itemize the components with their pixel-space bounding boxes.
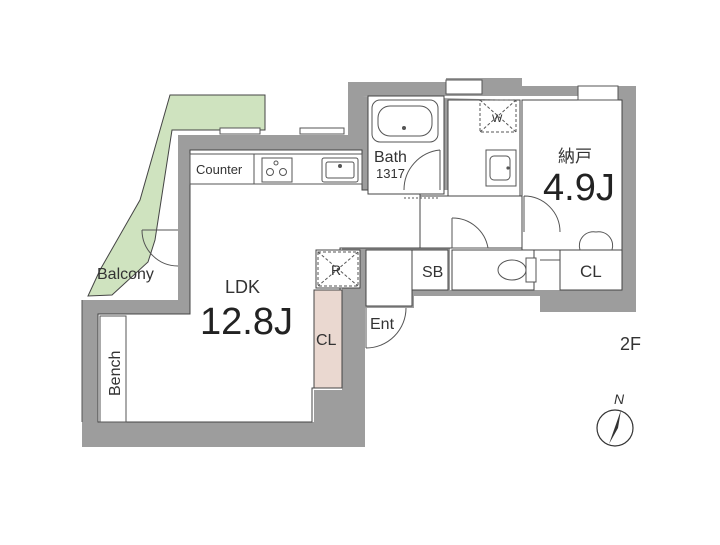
bench-label: Bench xyxy=(107,351,124,396)
washer-label: W xyxy=(492,113,503,125)
hall-door-icon xyxy=(451,217,489,249)
floor-label: 2F xyxy=(620,334,641,354)
sb-label: SB xyxy=(422,264,443,281)
ldk-label: LDK xyxy=(225,277,260,297)
kitchen-counter xyxy=(189,153,363,185)
entrance-label: Ent xyxy=(370,316,395,333)
bathtub-icon xyxy=(371,99,439,143)
vanity-icon xyxy=(485,149,517,187)
balcony-area xyxy=(87,94,266,297)
washer-space xyxy=(479,99,517,133)
windows xyxy=(219,79,619,135)
north-label: N xyxy=(614,391,625,407)
bath-size-label: 1317 xyxy=(376,166,405,181)
hallway xyxy=(419,195,525,249)
entrance-door-icon xyxy=(365,307,407,349)
counter-label: Counter xyxy=(196,162,243,177)
balcony-label: Balcony xyxy=(97,266,154,283)
bath-door-icon xyxy=(403,149,441,191)
cl-ldk-label: CL xyxy=(316,332,337,349)
sink-icon xyxy=(321,157,359,183)
nando-label: 納戸 xyxy=(558,147,592,166)
toilet-icon xyxy=(497,257,560,283)
bench xyxy=(99,315,127,423)
closet-ldk xyxy=(313,289,343,389)
entrance-area xyxy=(365,249,413,307)
refrigerator-label: R xyxy=(331,262,341,278)
balcony-door-icon xyxy=(141,229,179,267)
closet-door-icon xyxy=(578,231,614,251)
north-arrow-icon xyxy=(596,409,634,447)
nando-room xyxy=(521,99,623,251)
ldk-size-label: 12.8J xyxy=(200,301,293,343)
nando-size-label: 4.9J xyxy=(543,167,615,209)
nando-door-icon xyxy=(523,195,561,233)
refrigerator-space-icon xyxy=(317,251,359,287)
cl-storage-label: CL xyxy=(580,262,602,281)
closet-storage xyxy=(559,249,623,291)
bath-label: Bath xyxy=(374,149,407,166)
